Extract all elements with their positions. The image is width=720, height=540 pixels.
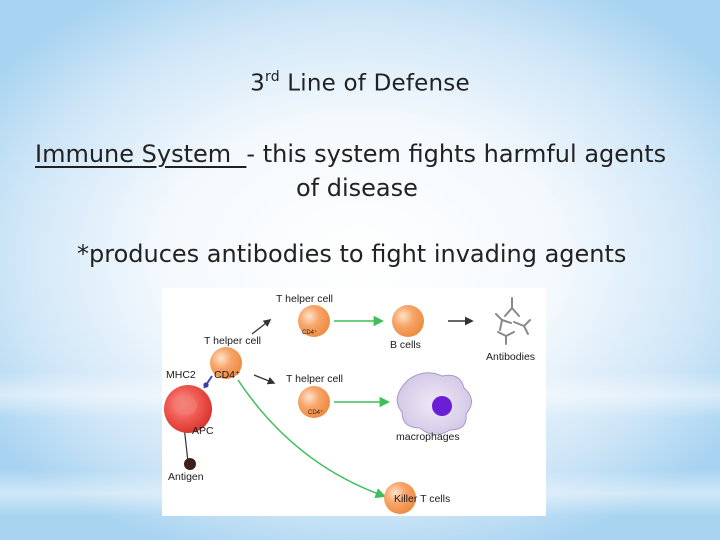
definition-line-1: Immune System - this system fights harmf… — [35, 140, 666, 168]
label-apc: APC — [192, 425, 214, 437]
label-t-helper-left: T helper cell — [204, 335, 261, 347]
t-helper-cell-top — [298, 305, 330, 337]
label-antibodies: Antibodies — [486, 351, 535, 363]
label-t-helper-mid: T helper cell — [286, 373, 343, 385]
title-number: 3 — [250, 70, 265, 97]
arrow-to-t-helper-top — [251, 319, 272, 335]
definition-text: - this system fights harmful agents — [246, 140, 667, 168]
antigen-particle — [184, 458, 196, 470]
label-macrophages: macrophages — [396, 431, 460, 443]
label-t-helper-top: T helper cell — [276, 293, 333, 305]
killer-t-cell — [384, 482, 416, 514]
definition-line-2: of disease — [296, 174, 418, 202]
t-helper-cell-left — [210, 347, 242, 379]
label-b-cells: B cells — [390, 339, 421, 351]
receptor-dot — [203, 382, 209, 388]
title-ordinal: rd — [264, 69, 280, 85]
apc-nucleus — [175, 397, 197, 415]
antibodies-icon — [495, 297, 531, 345]
label-cd4-top: CD4⁺ — [302, 329, 317, 336]
label-killer-t-cells: Killer T cells — [394, 493, 450, 505]
diagram-canvas: T helper cell CD4⁺ B cells Antibodies T … — [164, 293, 535, 514]
label-cd4-left: CD4⁺ — [214, 369, 241, 381]
antibodies-note: *produces antibodies to fight invading a… — [77, 240, 627, 268]
label-cd4-mid: CD4⁺ — [308, 409, 323, 416]
arrow-to-t-helper-mid — [253, 374, 276, 385]
macrophage-nucleus — [432, 396, 452, 416]
title-text: Line of Defense — [279, 70, 470, 97]
arrow-to-killer-t-cells — [237, 379, 386, 499]
label-mhc2: MHC2 — [166, 369, 196, 381]
label-antigen: Antigen — [168, 471, 204, 483]
t-helper-cell-mid — [298, 386, 330, 418]
slide-title: 3rd Line of Defense — [0, 69, 720, 97]
immune-response-diagram: T helper cell CD4⁺ B cells Antibodies T … — [162, 288, 546, 516]
b-cell — [392, 305, 424, 337]
term-immune-system: Immune System — [35, 140, 247, 168]
